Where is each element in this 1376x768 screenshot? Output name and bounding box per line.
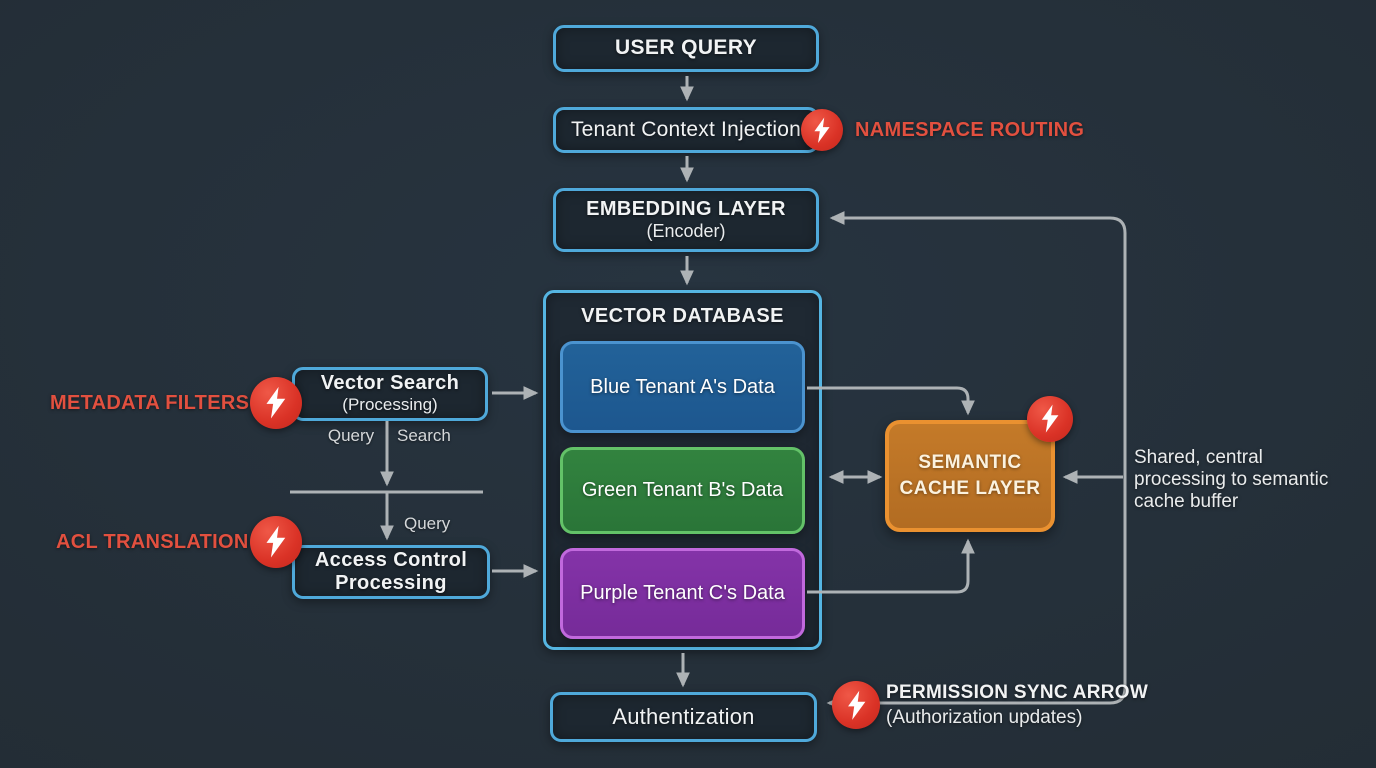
access-control-processing-node: Access Control Processing bbox=[292, 545, 490, 599]
lightning-badge-acl-translation bbox=[250, 516, 302, 568]
lightning-badge-metadata-filters bbox=[250, 377, 302, 429]
tenant-c-data-node: Purple Tenant C's Data bbox=[560, 548, 805, 639]
lightning-bolt-icon bbox=[266, 526, 286, 558]
vector-database-title: VECTOR DATABASE bbox=[581, 305, 784, 327]
shared-cache-note-line2: processing to semantic bbox=[1134, 469, 1329, 490]
vector-search-node: Vector Search (Processing) bbox=[292, 367, 488, 421]
lightning-badge-namespace-routing bbox=[801, 109, 843, 151]
lightning-bolt-icon bbox=[814, 117, 830, 143]
tenant-context-injection-label: Tenant Context Injection bbox=[570, 118, 802, 141]
edge-label-search: Search bbox=[397, 426, 451, 445]
permission-sync-annotation: PERMISSION SYNC ARROW (Authorization upd… bbox=[886, 682, 1148, 729]
edge-label-query-top: Query bbox=[327, 426, 375, 445]
lightning-bolt-icon bbox=[1041, 405, 1059, 433]
embedding-layer-node: EMBEDDING LAYER (Encoder) bbox=[553, 188, 819, 252]
vector-search-title: Vector Search bbox=[320, 372, 460, 395]
acl-translation-label: ACL TRANSLATION bbox=[56, 531, 249, 553]
namespace-routing-label: NAMESPACE ROUTING bbox=[855, 119, 1085, 141]
user-query-label: USER QUERY bbox=[614, 36, 758, 60]
tenant-c-data-label: Purple Tenant C's Data bbox=[580, 582, 785, 604]
user-query-node: USER QUERY bbox=[553, 25, 819, 72]
lightning-bolt-icon bbox=[847, 690, 865, 720]
arrow-purpletenant-to-cache bbox=[807, 538, 975, 594]
tenant-a-data-label: Blue Tenant A's Data bbox=[590, 375, 775, 398]
semantic-cache-title-line2: CACHE LAYER bbox=[899, 478, 1041, 499]
arrow-bluetenant-to-cache bbox=[807, 386, 975, 416]
shared-cache-note-line1: Shared, central bbox=[1134, 447, 1263, 468]
metadata-filters-label: METADATA FILTERS bbox=[50, 392, 250, 414]
permission-sync-title: PERMISSION SYNC ARROW bbox=[886, 682, 1149, 703]
tenant-b-data-node: Green Tenant B's Data bbox=[560, 447, 805, 534]
tenant-context-injection-node: Tenant Context Injection bbox=[553, 107, 819, 153]
semantic-cache-title-line1: SEMANTIC bbox=[918, 452, 1022, 474]
vector-search-subtitle: (Processing) bbox=[342, 395, 438, 415]
shared-cache-note-line3: cache buffer bbox=[1134, 491, 1239, 512]
tenant-b-data-label: Green Tenant B's Data bbox=[581, 479, 784, 501]
lightning-badge-permission-sync bbox=[832, 681, 880, 729]
embedding-layer-title: EMBEDDING LAYER bbox=[586, 197, 786, 220]
authentication-node: Authentization bbox=[550, 692, 817, 742]
tenant-a-data-node: Blue Tenant A's Data bbox=[560, 341, 805, 433]
permission-sync-subtitle: (Authorization updates) bbox=[886, 707, 1083, 728]
lightning-badge-semantic-cache bbox=[1027, 396, 1073, 442]
authentication-label: Authentization bbox=[612, 704, 755, 729]
access-control-line1: Access Control bbox=[314, 549, 468, 571]
access-control-line2: Processing bbox=[335, 572, 447, 594]
lightning-bolt-icon bbox=[266, 387, 286, 419]
embedding-layer-subtitle: (Encoder) bbox=[646, 220, 726, 241]
shared-cache-note: Shared, central processing to semantic c… bbox=[1134, 447, 1328, 513]
edge-label-query-bottom: Query bbox=[404, 514, 451, 533]
semantic-cache-layer-node: SEMANTIC CACHE LAYER bbox=[885, 420, 1055, 532]
